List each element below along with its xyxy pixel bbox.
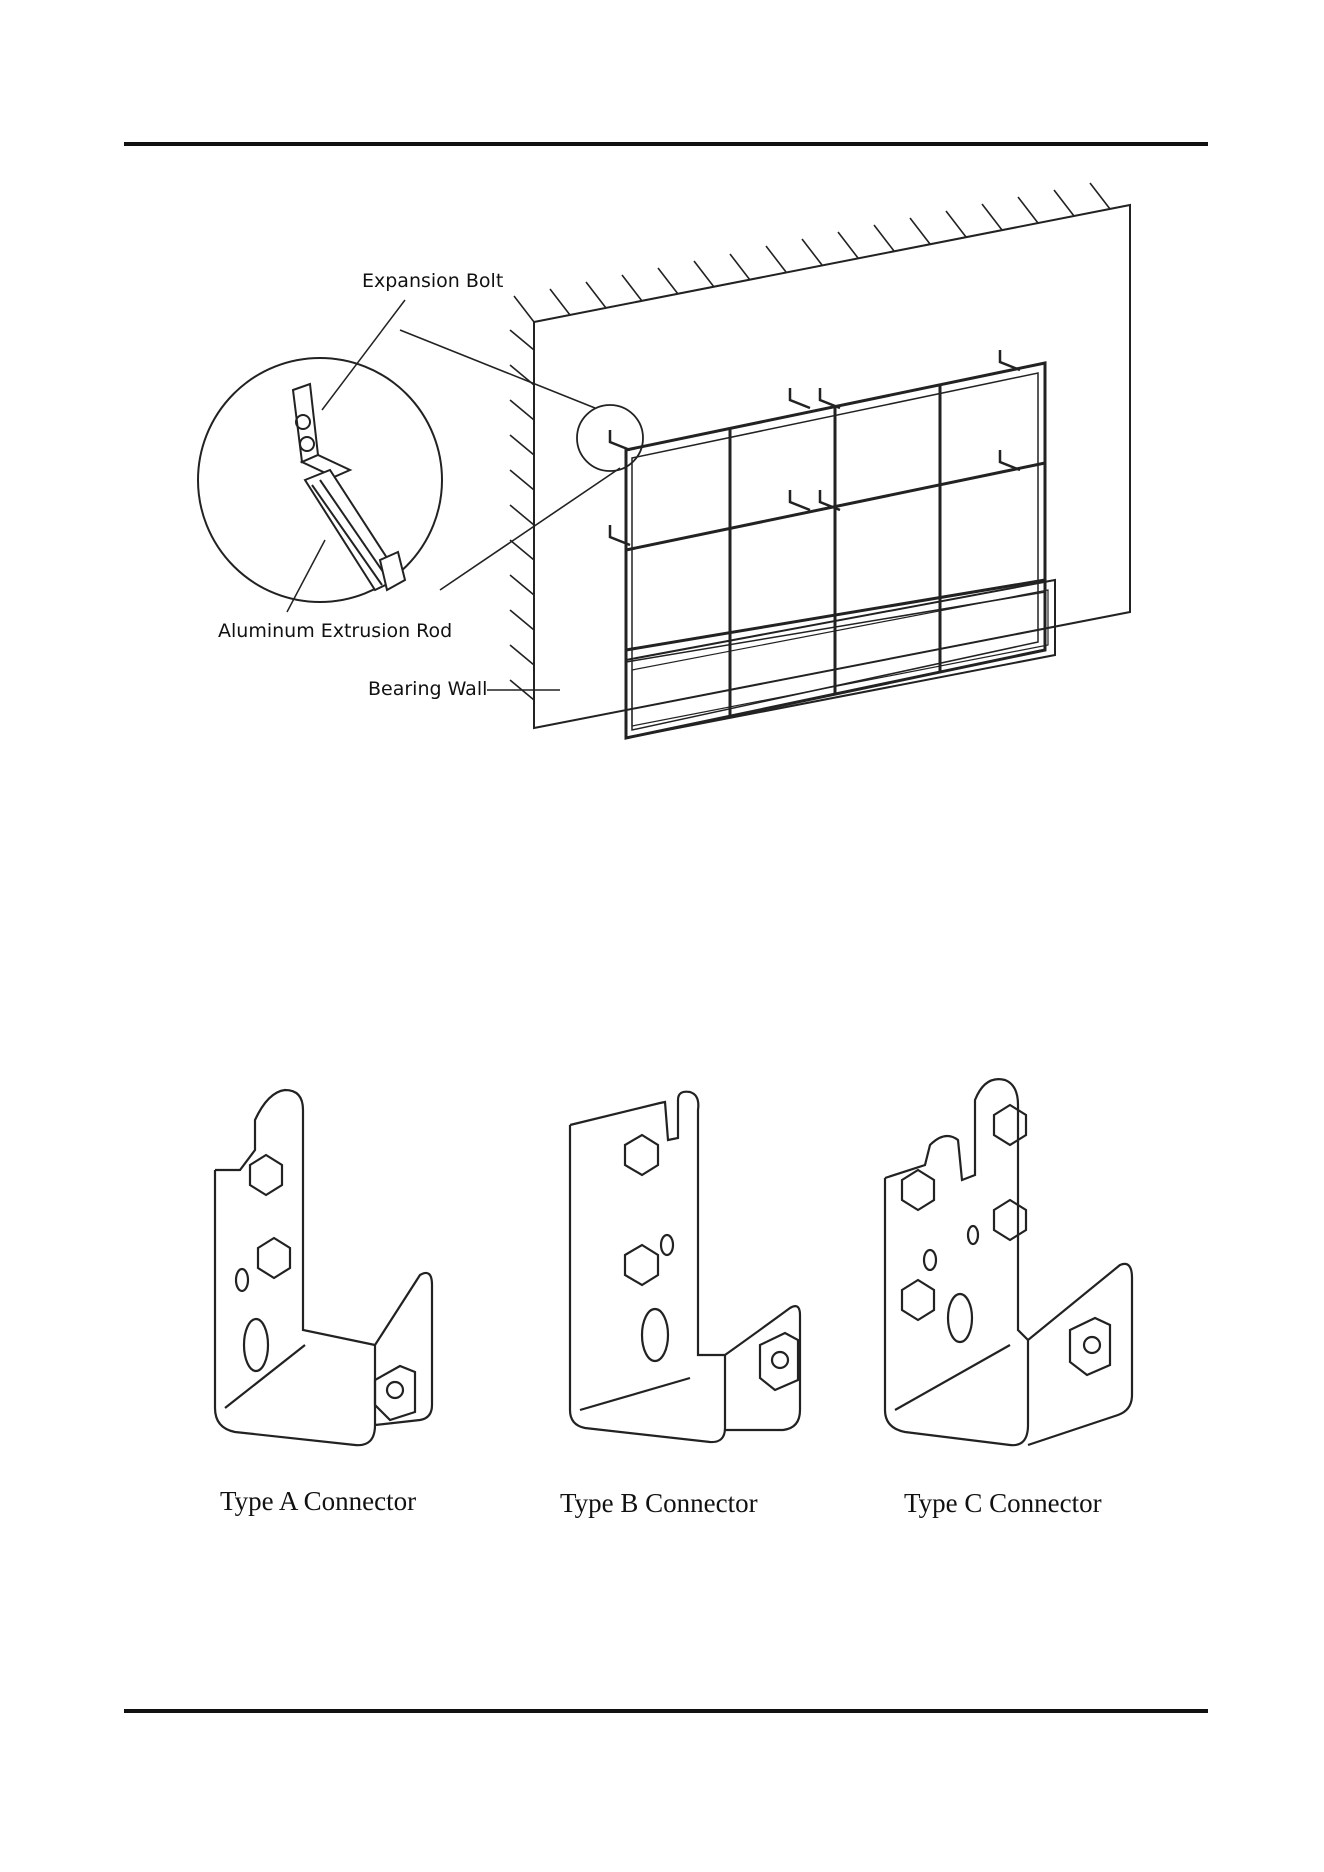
bearing-wall-label: Bearing Wall: [368, 678, 487, 700]
type-b-connector-caption: Type B Connector: [560, 1488, 758, 1519]
type-c-connector-caption: Type C Connector: [904, 1488, 1102, 1519]
aluminum-extrusion-rod-label: Aluminum Extrusion Rod: [218, 620, 452, 642]
type-b-connector-drawing: [570, 1092, 800, 1442]
type-c-connector-drawing: [885, 1079, 1132, 1445]
wall-mount-diagram: [0, 0, 1324, 800]
type-a-connector-caption: Type A Connector: [220, 1486, 416, 1517]
expansion-bolt-leader: [322, 300, 405, 410]
expansion-bolt-label: Expansion Bolt: [362, 270, 503, 292]
type-a-connector-drawing: [215, 1090, 432, 1445]
magnified-extrusion-rod: [305, 470, 405, 590]
magnified-bracket: [293, 384, 350, 477]
wall-hatching-left: [510, 330, 534, 700]
footer-rule: [124, 1709, 1208, 1713]
